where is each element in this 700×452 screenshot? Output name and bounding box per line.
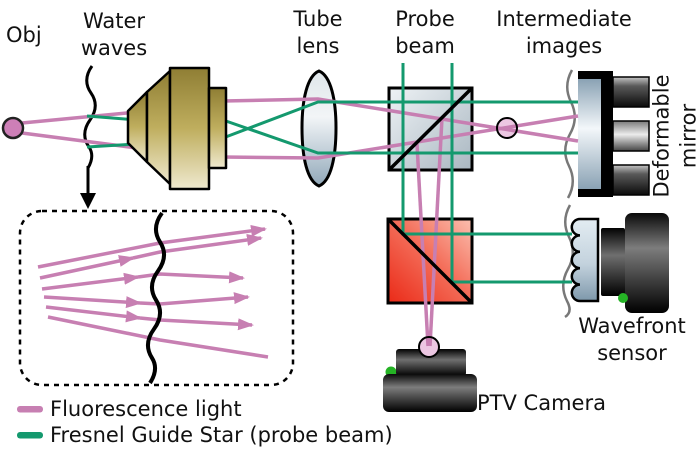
dm-mirror-face xyxy=(578,79,601,189)
legend-label-probe: Fresnel Guide Star (probe beam) xyxy=(50,423,393,447)
ptv-camera xyxy=(383,349,477,412)
water-wave-indicator xyxy=(80,65,97,209)
legend-label-fluorescence: Fluorescence light xyxy=(50,397,242,421)
dm-actuator xyxy=(612,120,650,152)
ptv-camera-body xyxy=(383,374,477,412)
label-tube-line1: Tube xyxy=(293,7,343,31)
dm-actuator xyxy=(612,164,650,196)
label-probe-line2: beam xyxy=(395,34,455,59)
probe-cube-diagonal xyxy=(387,86,474,172)
wavefront-sensor xyxy=(562,204,669,319)
label-ws-line1: Wavefront xyxy=(578,314,686,338)
label-water-waves: Water waves xyxy=(81,8,147,63)
label-intermediate-line2: images xyxy=(525,34,603,59)
label-wavefront-sensor: Wavefront sensor xyxy=(578,313,686,368)
deformable-mirror xyxy=(564,69,650,199)
dm-wavefront-squiggle xyxy=(564,69,576,199)
ptv-image-point xyxy=(419,337,439,357)
down-arrow-icon xyxy=(80,193,96,209)
legend-swatch-fluorescence xyxy=(17,406,43,413)
label-intermediate-line1: Intermediate xyxy=(496,7,632,31)
inset-fluorescence-rays xyxy=(37,224,269,359)
ws-led-icon xyxy=(618,293,628,303)
water-wave-line xyxy=(83,65,97,169)
inset-wavefront-line xyxy=(146,211,166,385)
intermediate-image-outline xyxy=(496,117,518,139)
label-ptv-camera: PTV Camera xyxy=(477,391,606,415)
ws-camera-barrel xyxy=(601,228,625,296)
lenslet-array xyxy=(570,217,600,303)
object-point xyxy=(1,116,25,140)
ws-camera-body xyxy=(625,213,669,313)
label-intermediate-images: Intermediate images xyxy=(496,6,632,61)
tube-lens xyxy=(300,69,338,188)
label-obj: Obj xyxy=(6,23,42,47)
label-ws-line2: sensor xyxy=(597,341,667,366)
label-probe-line1: Probe xyxy=(395,7,455,31)
label-deformable-mirror: Deformable mirror xyxy=(649,74,700,197)
label-tube-lens: Tube lens xyxy=(293,6,342,61)
label-dm-line2: mirror xyxy=(677,103,700,169)
dichroic-cube-diagonal xyxy=(386,217,474,305)
label-water-line1: Water xyxy=(82,9,146,33)
label-dm-line1: Deformable xyxy=(649,74,674,198)
label-probe-beam: Probe beam xyxy=(395,6,455,61)
aberration-inset xyxy=(18,209,295,387)
label-tube-line2: lens xyxy=(296,34,340,59)
legend-swatch-probe xyxy=(17,432,43,439)
objective-lens xyxy=(126,66,228,191)
ptv-image-outline xyxy=(418,336,440,358)
dm-actuator xyxy=(612,76,650,108)
label-water-line2: waves xyxy=(80,36,148,61)
ws-wavefront-squiggle xyxy=(562,204,574,319)
ptv-camera-cap xyxy=(396,349,466,376)
